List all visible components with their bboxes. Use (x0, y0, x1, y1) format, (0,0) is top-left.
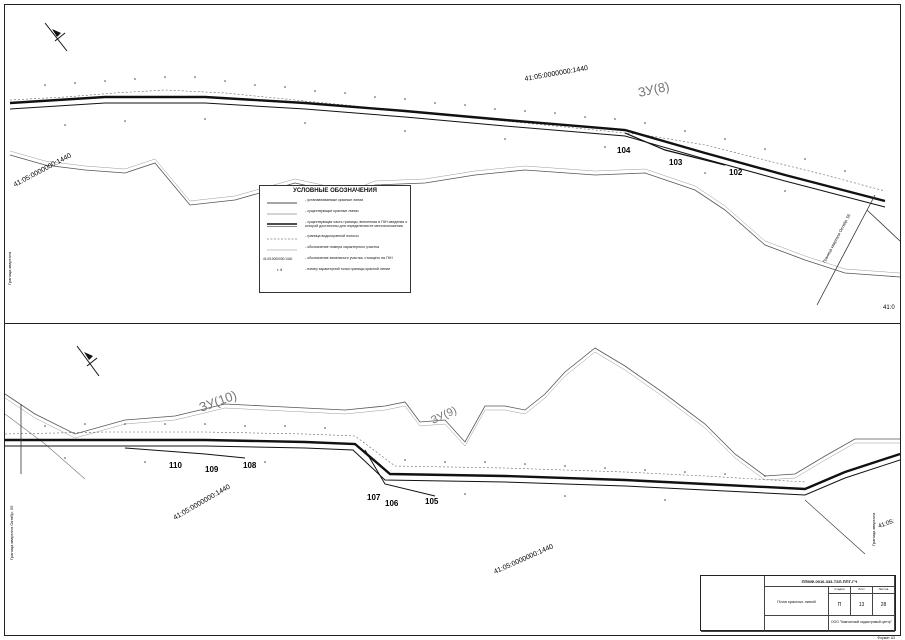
top-plan-panel: 41:05:0000000:1440 41:05:0000000:1440 ЗУ… (5, 5, 900, 324)
survey-points (44, 76, 846, 192)
bottom-plan-drawing: ЗУ(10) ЗУ(9) 41:05:0000000:1440 41:05:00… (5, 345, 900, 576)
legend-item: - граница водоохранной полосы (263, 234, 407, 245)
north-arrow-icon (76, 345, 100, 377)
legend-item: 41:05:0000000:1440 - обозначение земельн… (263, 256, 393, 261)
thin-line-icon (267, 213, 297, 215)
street-label-right: Граница квартала (871, 512, 876, 546)
legend-item: - существующие красные линии (263, 209, 407, 220)
plot-label: ЗУ(9) (429, 404, 458, 426)
street-label-left: Граница квартала Октябр. 55 (9, 505, 14, 560)
legend-item: - существующая часть границы, внесенная … (263, 220, 407, 234)
stamp-org: ООО "Камчатский кадастровый центр" (829, 616, 895, 632)
plot-icon (267, 249, 297, 251)
street-line-right (816, 194, 876, 306)
legend-item: - обозначение номера характерного участк… (263, 245, 407, 256)
bottom-plan-panel: ЗУ(10) ЗУ(9) 41:05:0000000:1440 41:05:00… (5, 324, 900, 635)
stamp-title: План красных линий (765, 587, 829, 616)
stamp-sheets: 28 (873, 594, 895, 616)
point-number: 107 (367, 493, 381, 502)
street-label-left: Граница квартала (7, 251, 12, 285)
title-block: ППМФ-0016-333-ТЗЛ-ППТ-ГЧ План красных ли… (700, 575, 896, 632)
point-icon: т. 8 (277, 268, 283, 272)
stamp-stage: П (829, 594, 851, 616)
edge-label: 41:0 (883, 305, 895, 311)
format-label: Формат А3 (877, 636, 895, 640)
legend-item: - устанавливаемые красные линии (263, 198, 407, 209)
dashed-line-icon (267, 238, 297, 240)
point-number: 108 (243, 461, 257, 470)
cadastral-zone-label: 41:05:0000000:1440 (173, 484, 232, 522)
plot-label: ЗУ(10) (197, 387, 239, 414)
top-plan-drawing: 41:05:0000000:1440 41:05:0000000:1440 ЗУ… (7, 22, 900, 311)
point-number: 102 (729, 168, 743, 177)
parcel-boundary (5, 347, 900, 477)
point-number: 110 (169, 461, 182, 470)
street-label-right: Граница квартала Октябр. 55 (821, 212, 851, 263)
point-number: 106 (385, 499, 399, 508)
plot-label: ЗУ(8) (637, 79, 671, 100)
survey-points (44, 423, 766, 501)
drawing-sheet: 41:05:0000000:1440 41:05:0000000:1440 ЗУ… (4, 4, 901, 636)
legend-title: УСЛОВНЫЕ ОБОЗНАЧЕНИЯ (293, 188, 377, 194)
double-line-icon (267, 223, 297, 227)
red-line-main (5, 438, 900, 497)
cadastral-zone-label: 41:05:0000000:1440 (524, 65, 589, 83)
point-number: 105 (425, 497, 439, 506)
edge-label: 41:05: (878, 518, 896, 529)
point-number: 109 (205, 465, 219, 474)
stamp-sheet: 13 (851, 594, 873, 616)
legend-box: УСЛОВНЫЕ ОБОЗНАЧЕНИЯ - устанавливаемые к… (259, 185, 411, 293)
red-line-main (9, 95, 886, 208)
cadastral-zone-label: 41:05:0000000:1440 (493, 543, 555, 576)
survey-line (9, 89, 886, 192)
point-number: 103 (669, 158, 683, 167)
north-arrow-icon (44, 22, 68, 52)
point-number: 104 (617, 146, 631, 155)
parcel-boundary (9, 154, 900, 278)
thin-line-icon (267, 202, 297, 204)
legend-item: т. 8 - номер характерной точки границы к… (277, 267, 390, 272)
stamp-code: ППМФ-0016-333-ТЗЛ-ППТ-ГЧ (765, 576, 895, 587)
cadastral-zone-left-label: 41:05:0000000:1440 (13, 152, 73, 188)
